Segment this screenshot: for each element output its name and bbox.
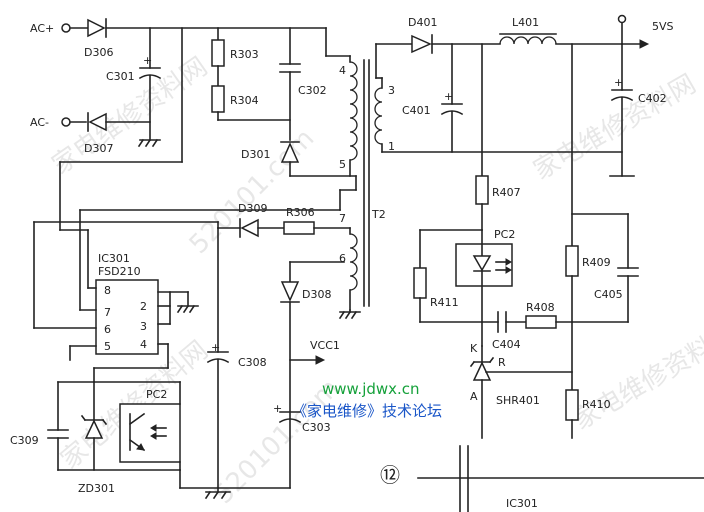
r409-resistor (565, 245, 579, 277)
ic-pin-8: 8 (104, 284, 111, 297)
r411-label: R411 (430, 296, 459, 309)
r410-label: R410 (582, 398, 611, 411)
feedback-primary-section: C309 ZD301 PC2 (10, 381, 181, 495)
watermark-text: 家电维修资料网 (569, 319, 704, 436)
figure-number: ⑫ (380, 463, 400, 487)
secondary-output-section: 3 1 D401 L401 5VS + C401 + C402 (374, 14, 674, 439)
c302-label: C302 (298, 84, 327, 97)
c401-polarity: + (444, 90, 453, 103)
t2-aux-winding (349, 233, 358, 291)
primary-input-section: AC+ D306 AC- D307 + C301 (30, 18, 358, 289)
c309-label: C309 (10, 434, 39, 447)
site-watermark: www.jdwx.cn 《家电维修》技术论坛 (292, 380, 442, 420)
ac-minus-label: AC- (30, 116, 49, 129)
r306-label: R306 (286, 206, 315, 219)
ic301-controller: IC301 FSD210 8 7 6 5 2 3 4 (33, 175, 357, 383)
ic301-part-number: FSD210 (98, 265, 141, 278)
ic301-label: IC301 (98, 252, 130, 265)
figure-footer: ⑫ IC301 (380, 445, 704, 512)
shr401-label: SHR401 (496, 394, 540, 407)
r408-label: R408 (526, 301, 555, 314)
zd301-label: ZD301 (78, 482, 115, 495)
ic-pin-6: 6 (104, 323, 111, 336)
site-url: www.jdwx.cn (322, 380, 420, 398)
c402-label: C402 (638, 92, 667, 105)
r306-resistor (283, 221, 315, 235)
pc2-left-label: PC2 (146, 388, 167, 401)
d308-diode (280, 281, 300, 302)
ac-minus-terminal (61, 117, 71, 127)
d401-label: D401 (408, 16, 437, 29)
r407-label: R407 (492, 186, 521, 199)
c404-label: C404 (492, 338, 521, 351)
r409-label: R409 (582, 256, 611, 269)
r408-resistor (525, 315, 557, 329)
d307-label: D307 (84, 142, 113, 155)
t2-label: T2 (371, 208, 386, 221)
pc2-right-label: PC2 (494, 228, 515, 241)
vcc1-label: VCC1 (310, 339, 340, 352)
ic301-body (95, 279, 159, 355)
d301-label: D301 (241, 148, 270, 161)
c405-label: C405 (594, 288, 623, 301)
ic-pin-5: 5 (104, 340, 111, 353)
t2-pin-7: 7 (339, 212, 346, 225)
t2-secondary-winding (374, 87, 383, 145)
t2-pin-4: 4 (339, 64, 346, 77)
t2-pin-1: 1 (388, 140, 395, 153)
r410-resistor (565, 389, 579, 421)
ac-plus-terminal (61, 23, 71, 33)
c303-label: C303 (302, 421, 331, 434)
c401-label: C401 (402, 104, 431, 117)
c308-polarity: + (211, 341, 220, 354)
r303-resistor (211, 39, 225, 67)
c301-label: C301 (106, 70, 135, 83)
auxiliary-winding-section: D309 R306 7 6 D308 VCC1 + C303 (217, 202, 361, 489)
shr401-pin-r: R (498, 356, 506, 369)
ic-pin-2: 2 (140, 300, 147, 313)
t2-pin-3: 3 (388, 84, 395, 97)
ic-pin-4: 4 (140, 338, 147, 351)
ic301-bottom-label: IC301 (506, 497, 538, 510)
c303-polarity: + (273, 402, 282, 415)
pc2-phototransistor-box (119, 403, 181, 463)
t2-primary-winding (349, 61, 358, 161)
d308-label: D308 (302, 288, 331, 301)
c308-section: + C308 (206, 227, 267, 489)
c308-label: C308 (238, 356, 267, 369)
ac-plus-label: AC+ (30, 22, 54, 35)
d309-label: D309 (238, 202, 267, 215)
bottom-ground (179, 469, 291, 500)
shr401-pin-a: A (470, 390, 478, 403)
d306-label: D306 (84, 46, 113, 59)
r411-resistor (413, 267, 427, 299)
c301-polarity: + (143, 54, 152, 67)
l401-inductor (499, 36, 557, 45)
r407-resistor (475, 175, 489, 205)
forum-name: 《家电维修》技术论坛 (292, 402, 442, 420)
shr401-pin-k: K (470, 342, 478, 355)
5vs-terminal (617, 14, 627, 24)
r303-label: R303 (230, 48, 259, 61)
5vs-label: 5VS (652, 20, 674, 33)
l401-label: L401 (512, 16, 539, 29)
t2-core: T2 (363, 59, 386, 307)
ic-pin-7: 7 (104, 306, 111, 319)
r304-resistor (211, 85, 225, 113)
watermark-text: 520101.com (184, 123, 321, 260)
d309-diode (240, 218, 259, 238)
d401-diode (411, 34, 432, 54)
r304-label: R304 (230, 94, 259, 107)
t2-pin-5: 5 (339, 158, 346, 171)
d306-diode (87, 18, 106, 38)
ic-pin-3: 3 (140, 320, 147, 333)
pc2-led-diode (472, 255, 492, 272)
c402-polarity: + (614, 76, 623, 89)
t2-pin-6: 6 (339, 252, 346, 265)
